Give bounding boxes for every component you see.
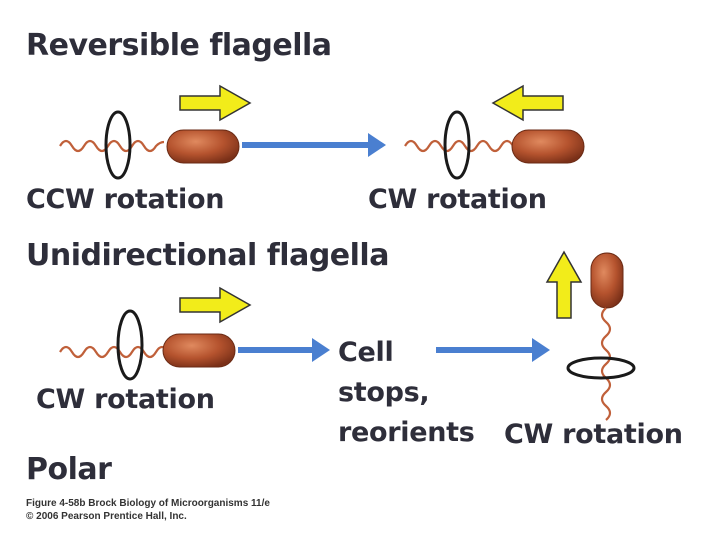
flagellum-icon <box>404 139 522 153</box>
reversible-left-label: CCW rotation <box>26 184 225 215</box>
rotation-arrow-icon <box>566 356 636 380</box>
figure-caption-line1: Figure 4-58b Brock Biology of Microorgan… <box>26 498 270 509</box>
rotation-arrow-icon <box>104 110 132 180</box>
unidirectional-right-group <box>545 250 636 421</box>
yellow-arrow-icon <box>545 250 583 319</box>
yellow-arrow-icon <box>179 84 252 122</box>
flagellum-icon <box>59 139 165 153</box>
figure-caption-line2: © 2006 Pearson Prentice Hall, Inc. <box>26 511 187 522</box>
bacterium-cell-icon <box>590 252 624 309</box>
rotation-arrow-icon <box>443 110 471 180</box>
unidirectional-middle-label: Cell stops, reorients <box>338 333 475 453</box>
blue-arrow-icon <box>436 338 550 362</box>
rotation-arrow-icon <box>116 309 144 381</box>
polar-heading: Polar <box>26 452 112 487</box>
flagellum-icon <box>59 345 177 359</box>
bacterium-cell-icon <box>166 129 240 164</box>
unidirectional-left-label: CW rotation <box>36 384 215 415</box>
yellow-arrow-icon <box>491 84 564 122</box>
flagellum-icon <box>600 307 612 421</box>
yellow-arrow-icon <box>179 286 252 324</box>
unidirectional-heading: Unidirectional flagella <box>26 238 389 273</box>
reversible-right-label: CW rotation <box>368 184 547 215</box>
reversible-left-group <box>59 84 252 180</box>
unidirectional-right-label: CW rotation <box>504 419 683 450</box>
reversible-heading: Reversible flagella <box>26 28 332 63</box>
middle-label-line: stops, <box>338 377 430 408</box>
bacterium-cell-icon <box>511 129 585 164</box>
middle-label-line: Cell <box>338 337 394 368</box>
middle-label-line: reorients <box>338 417 475 448</box>
reversible-right-group <box>404 84 585 180</box>
unidirectional-left-group <box>59 286 252 381</box>
bacterium-cell-icon <box>162 333 236 368</box>
blue-arrow-icon <box>238 338 330 362</box>
blue-arrow-icon <box>242 133 386 157</box>
